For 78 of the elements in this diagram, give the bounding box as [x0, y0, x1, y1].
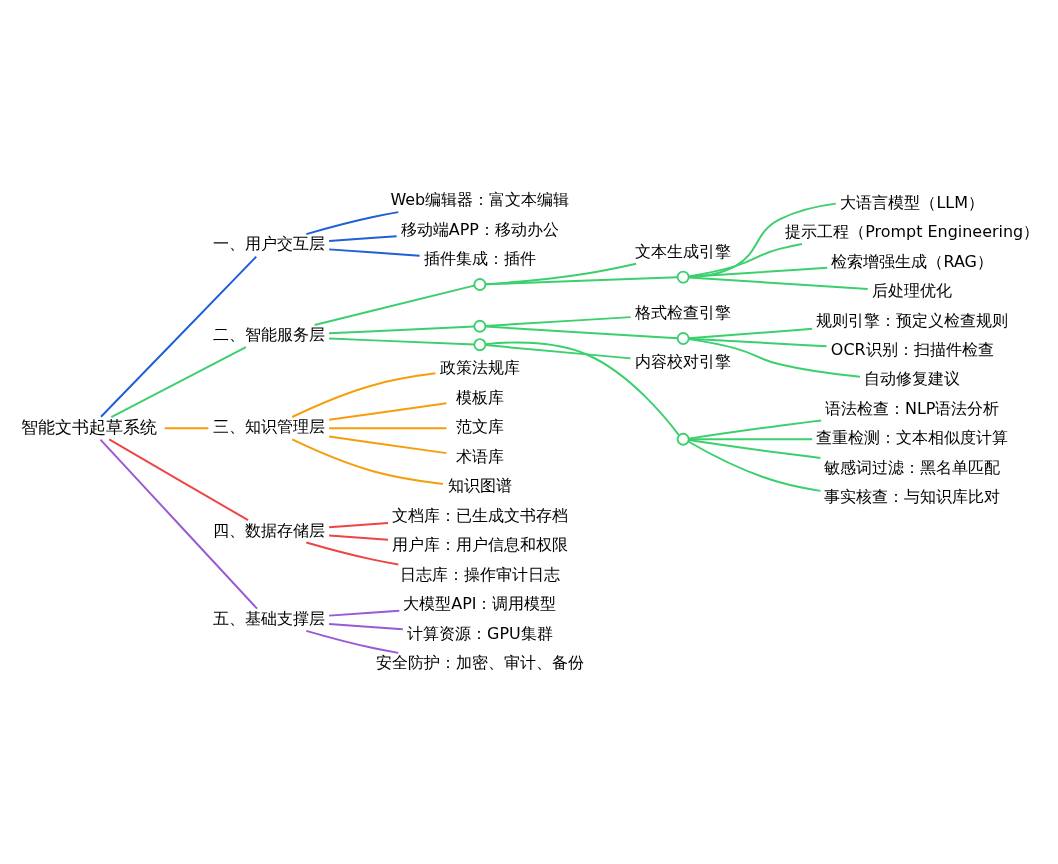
- connector: [687, 418, 823, 440]
- node-circle: [676, 432, 690, 446]
- node-text: 事实核查：与知识库比对: [824, 486, 1001, 506]
- connector: [328, 521, 389, 528]
- connector: [328, 534, 389, 541]
- connector: [687, 266, 829, 278]
- connector: [687, 337, 861, 378]
- node-text: 语法检查：NLP语法分析: [825, 398, 1000, 418]
- connector: [110, 345, 247, 418]
- node-circle: [676, 331, 690, 345]
- node-text: 大模型API：调用模型: [403, 593, 557, 613]
- connector: [305, 629, 400, 654]
- node-text: 日志库：操作审计日志: [399, 564, 560, 584]
- node-text: 术语库: [455, 446, 504, 466]
- node-text: 后处理优化: [872, 280, 953, 300]
- connector: [328, 401, 448, 421]
- node-text: 移动端APP：移动办公: [400, 219, 559, 239]
- node-circle: [473, 337, 487, 351]
- connector: [305, 210, 400, 235]
- connector: [328, 247, 421, 257]
- connector: [99, 438, 259, 610]
- node-text: OCR识别：扫描件检查: [830, 339, 994, 359]
- connector: [687, 202, 837, 278]
- connector: [100, 255, 258, 418]
- connector: [687, 327, 814, 339]
- connector: [328, 234, 398, 242]
- node-text: 政策法规库: [439, 357, 520, 377]
- connector: [313, 284, 476, 326]
- node-text: 模板库: [455, 387, 504, 407]
- connector: [328, 609, 401, 617]
- node-text: 文本生成引擎: [635, 241, 732, 261]
- node-text: 智能文书起草系统: [20, 417, 157, 437]
- node-text: 格式检查引擎: [635, 302, 732, 322]
- connector: [328, 622, 404, 630]
- node-text: 检索增强生成（RAG）: [831, 251, 993, 271]
- connector: [291, 437, 444, 485]
- node-text: 三、知识管理层: [212, 416, 325, 436]
- node-text: 敏感词过滤：黑名单匹配: [824, 457, 1001, 477]
- connector: [687, 242, 803, 277]
- node-text: 二、智能服务层: [212, 324, 325, 344]
- node-text: 插件集成：插件: [423, 248, 536, 268]
- node-text: 一、用户交互层: [212, 233, 325, 253]
- node-text: 计算资源：GPU集群: [407, 623, 553, 643]
- node-circle: [473, 319, 487, 333]
- node-text: 大语言模型（LLM）: [840, 192, 984, 212]
- node-text: 安全防护：加密、审计、备份: [375, 652, 584, 672]
- connector: [108, 437, 250, 521]
- connector: [328, 435, 448, 454]
- connector: [484, 325, 679, 339]
- node-text: 提示工程（Prompt Engineering）: [785, 221, 1040, 241]
- node-text: Web编辑器：富文本编辑: [390, 189, 570, 209]
- connector: [687, 440, 822, 492]
- node-text: 自动修复建议: [864, 368, 961, 388]
- connector: [687, 275, 869, 290]
- node-text: 规则引擎：预定义检查规则: [816, 310, 1009, 330]
- node-text: 五、基础支撑层: [212, 608, 325, 628]
- connector: [291, 371, 437, 418]
- node-circle: [473, 277, 487, 291]
- connector: [163, 426, 210, 429]
- connector: [484, 262, 638, 285]
- connector: [484, 315, 632, 327]
- connector: [484, 343, 632, 359]
- node-text: 文档库：已生成文书存档: [391, 505, 568, 525]
- connector: [328, 324, 476, 334]
- connector: [484, 341, 680, 436]
- connector: [687, 438, 822, 459]
- connector: [484, 275, 679, 285]
- node-text: 内容校对引擎: [635, 351, 732, 371]
- node-text: 范文库: [455, 416, 504, 436]
- connector: [305, 541, 400, 565]
- node-text: 用户库：用户信息和权限: [391, 534, 568, 554]
- node-text: 四、数据存储层: [212, 520, 325, 540]
- node-circle: [676, 270, 690, 284]
- node-text: 查重检测：文本相似度计算: [816, 427, 1009, 447]
- node-text: 知识图谱: [447, 475, 512, 495]
- connector: [328, 337, 476, 345]
- connector: [687, 437, 814, 440]
- connector: [328, 426, 448, 429]
